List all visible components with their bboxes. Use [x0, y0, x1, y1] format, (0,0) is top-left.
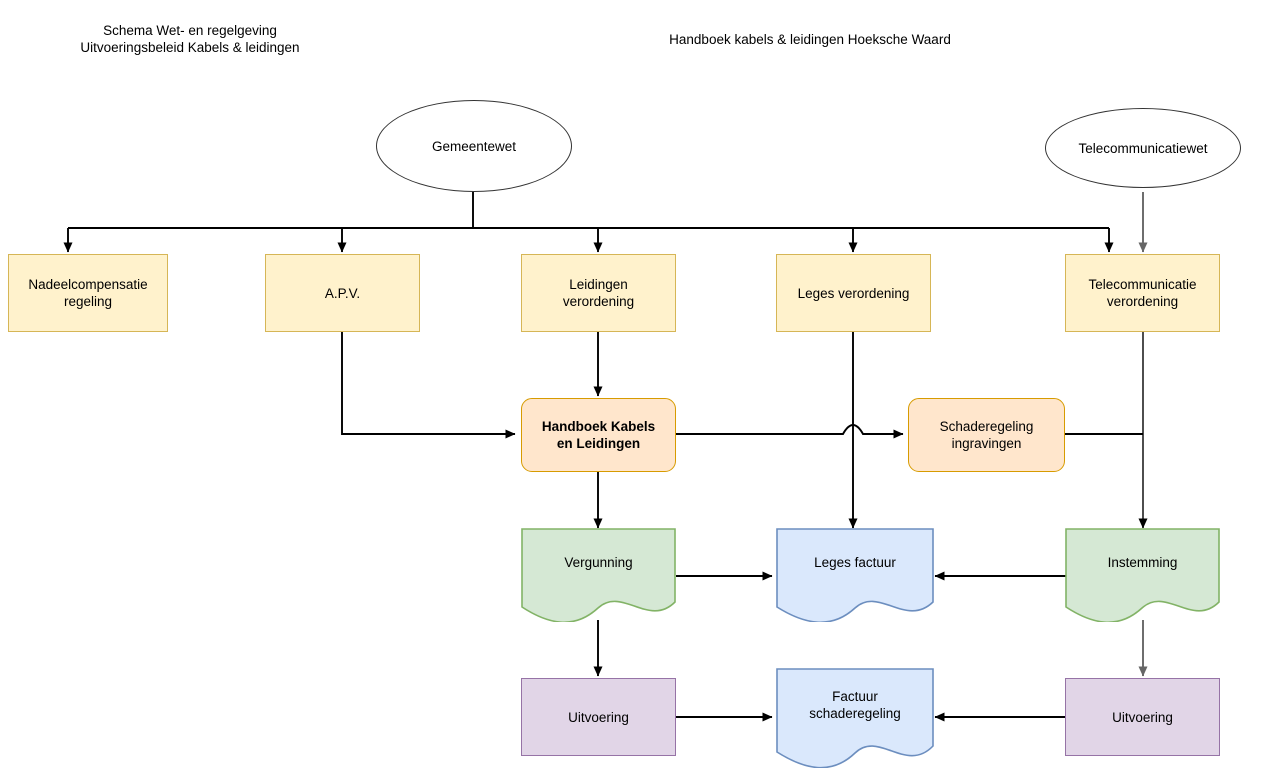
node-leges-factuur[interactable]: Leges factuur: [776, 528, 934, 622]
node-schaderegeling-ingravingen[interactable]: Schaderegeling ingravingen: [908, 398, 1065, 472]
node-label: Vergunning: [564, 554, 633, 570]
node-uitvoering-rechts[interactable]: Uitvoering: [1065, 678, 1220, 756]
node-label: Schaderegeling ingravingen: [939, 419, 1034, 451]
node-vergunning[interactable]: Vergunning: [521, 528, 676, 622]
node-gemeentewet[interactable]: Gemeentewet: [376, 100, 572, 192]
node-uitvoering-links[interactable]: Uitvoering: [521, 678, 676, 756]
node-label: Leidingen verordening: [562, 277, 635, 309]
node-handboek-kabels-en-leidingen[interactable]: Handboek Kabels en Leidingen: [521, 398, 676, 472]
node-nadeelcompensatie-regeling[interactable]: Nadeelcompensatie regeling: [8, 254, 168, 332]
node-instemming[interactable]: Instemming: [1065, 528, 1220, 622]
header-left-title: Schema Wet- en regelgeving Uitvoeringsbe…: [80, 23, 300, 55]
node-leges-verordening[interactable]: Leges verordening: [776, 254, 931, 332]
node-label: Leges factuur: [814, 554, 896, 570]
node-telecommunicatiewet[interactable]: Telecommunicatiewet: [1045, 108, 1241, 188]
node-label: Telecommunicatiewet: [1078, 140, 1208, 156]
node-label: Telecommunicatie verordening: [1088, 277, 1197, 309]
node-label: A.P.V.: [324, 285, 361, 301]
node-label: Nadeelcompensatie regeling: [28, 277, 148, 309]
node-label: Leges verordening: [797, 285, 910, 301]
node-apv[interactable]: A.P.V.: [265, 254, 420, 332]
node-label: Factuur schaderegeling: [809, 689, 901, 721]
header-right-title: Handboek kabels & leidingen Hoeksche Waa…: [669, 32, 951, 47]
node-label: Handboek Kabels en Leidingen: [541, 419, 656, 451]
node-telecommunicatie-verordening[interactable]: Telecommunicatie verordening: [1065, 254, 1220, 332]
node-label: Instemming: [1107, 554, 1178, 570]
node-leidingen-verordening[interactable]: Leidingen verordening: [521, 254, 676, 332]
node-factuur-schaderegeling[interactable]: Factuur schaderegeling: [776, 668, 934, 768]
node-label: Uitvoering: [1112, 709, 1173, 725]
node-label: Gemeentewet: [431, 138, 517, 154]
node-label: Uitvoering: [568, 709, 629, 725]
